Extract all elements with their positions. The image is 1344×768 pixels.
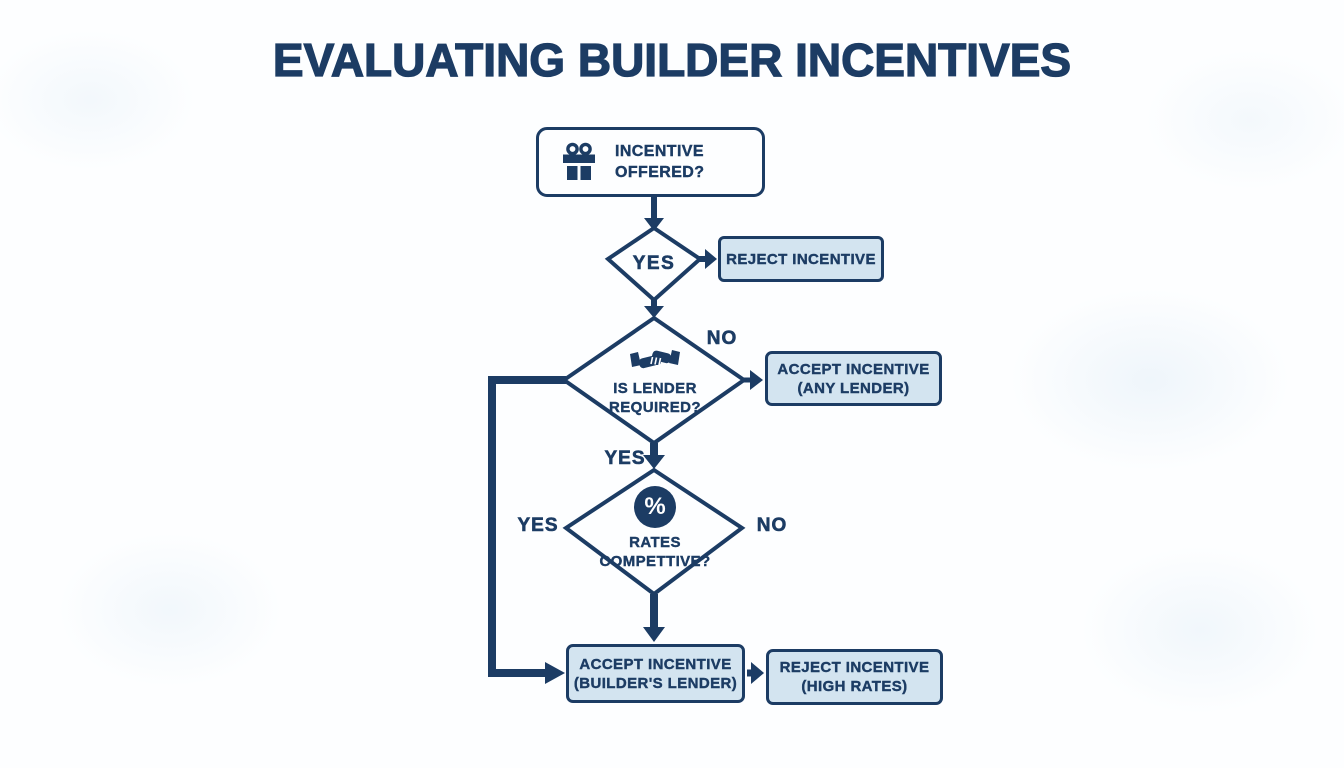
- percent-icon: %: [634, 485, 676, 528]
- handshake-icon: [630, 350, 680, 369]
- accept-builder-lender-label: ACCEPT INCENTIVE (BUILDER'S LENDER): [573, 655, 738, 692]
- decision2-diamond: [560, 315, 748, 446]
- arrow-decision3-to-accept-builder: [643, 594, 665, 642]
- arrow-accept-builder-to-reject-high: [747, 662, 764, 684]
- start-node-label: INCENTIVE OFFERED?: [615, 143, 705, 181]
- decision3-no-label: NO: [756, 515, 788, 537]
- page-title: EVALUATING BUILDER INCENTIVES: [272, 33, 1072, 86]
- reject-high-rates-node: REJECT INCENTIVE (HIGH RATES): [766, 649, 943, 705]
- decision3-yes-label: YES: [517, 515, 559, 537]
- decision2-yes-label: YES: [604, 448, 646, 470]
- accept-any-lender-node: ACCEPT INCENTIVE (ANY LENDER): [765, 351, 942, 406]
- decision2-content: IS LENDER REQUIRED?: [569, 330, 741, 432]
- accept-any-lender-label: ACCEPT INCENTIVE (ANY LENDER): [777, 360, 930, 397]
- decision3-content: % RATES COMPETTIVE?: [575, 474, 735, 582]
- arrow-decision1-to-decision2: [644, 300, 664, 318]
- decision3-diamond: [562, 467, 746, 597]
- arrow-start-to-decision1: [644, 197, 664, 231]
- start-node-incentive-offered: INCENTIVE OFFERED?: [536, 127, 765, 197]
- reject-high-rates-label: REJECT INCENTIVE (HIGH RATES): [779, 659, 930, 695]
- arrow-elbow-left-to-accept-builder: [488, 376, 566, 684]
- decision1-label: YES: [632, 253, 676, 275]
- decision1-diamond: [604, 225, 704, 303]
- reject-incentive-node: REJECT INCENTIVE: [718, 236, 884, 282]
- gift-icon: [563, 142, 595, 180]
- accept-builder-lender-node: ACCEPT INCENTIVE (BUILDER'S LENDER): [566, 644, 745, 703]
- decision2-no-label: NO: [706, 328, 738, 350]
